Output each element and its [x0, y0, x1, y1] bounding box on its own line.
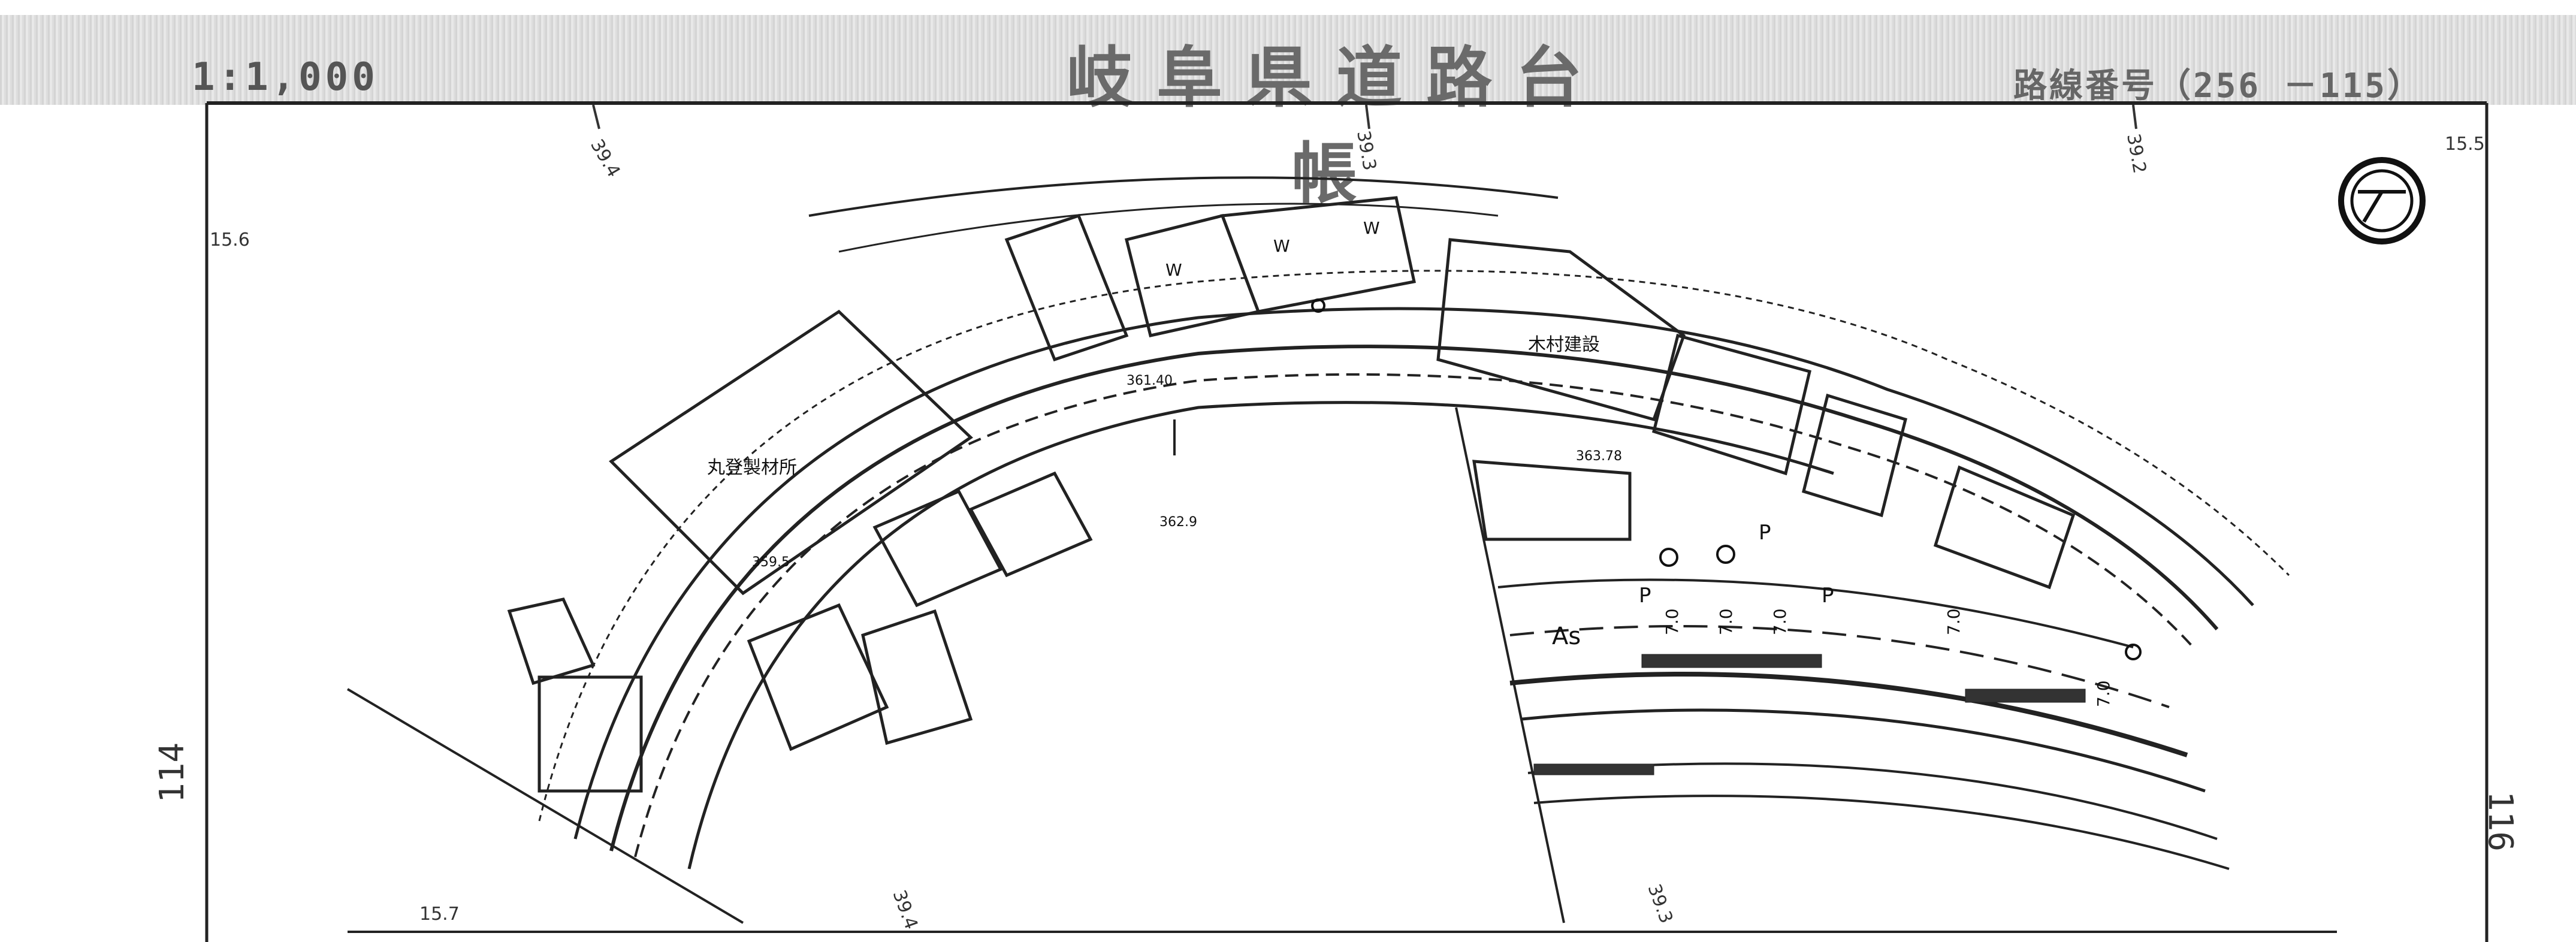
- grid-label: 39.3: [1352, 129, 1380, 172]
- road-width-label: 7.0: [1944, 608, 1964, 635]
- grid-ticks: [592, 104, 2137, 129]
- road-mark-water: W: [1363, 218, 1380, 238]
- grid-label: 39.4: [888, 887, 922, 932]
- road-width-label: 7.0: [1770, 608, 1790, 635]
- route-number-label: 路線番号（256 －115）: [2013, 67, 2424, 105]
- grid-label: 15.6: [210, 230, 250, 250]
- road-mark-water: W: [1165, 260, 1182, 280]
- elevation-label: 359.5: [752, 555, 790, 570]
- road-width-label: 7.0: [1662, 608, 1682, 635]
- header-band: [0, 15, 2576, 105]
- road-mark-asphalt: As: [1552, 623, 1581, 650]
- utility-pole-symbols: [1311, 298, 2142, 660]
- building-label-lumber: 丸登製材所: [707, 457, 797, 478]
- road-width-label: 7.0: [1716, 608, 1736, 635]
- grid-label: 39.2: [2122, 132, 2150, 175]
- elevation-label: 361.40: [1127, 373, 1173, 388]
- grid-label: 15.5: [2445, 134, 2485, 155]
- elevation-label: 362.9: [1159, 515, 1197, 530]
- road-mark-parking: P: [1639, 584, 1651, 608]
- road-mark-parking: P: [1759, 521, 1771, 545]
- grid-label: 15.7: [419, 904, 460, 925]
- buildings: [507, 196, 2076, 793]
- elevation-label: 363.78: [1576, 449, 1622, 464]
- road-width-label: 7.0: [2094, 680, 2113, 707]
- sheet-wedge-lines: [346, 407, 1565, 924]
- grid-label: 39.3: [1643, 881, 1677, 926]
- road-lines: [538, 176, 2290, 869]
- sheet-frame: [205, 101, 2489, 942]
- building-label-construction: 木村建設: [1528, 334, 1600, 355]
- grid-label: 39.4: [586, 136, 624, 181]
- main-road: [1497, 578, 2230, 870]
- north-arrow-icon: [2338, 157, 2426, 244]
- road-mark-water: W: [1273, 236, 1290, 256]
- scale-label: 1:1,000: [192, 55, 379, 99]
- road-mark-parking: P: [1822, 584, 1834, 608]
